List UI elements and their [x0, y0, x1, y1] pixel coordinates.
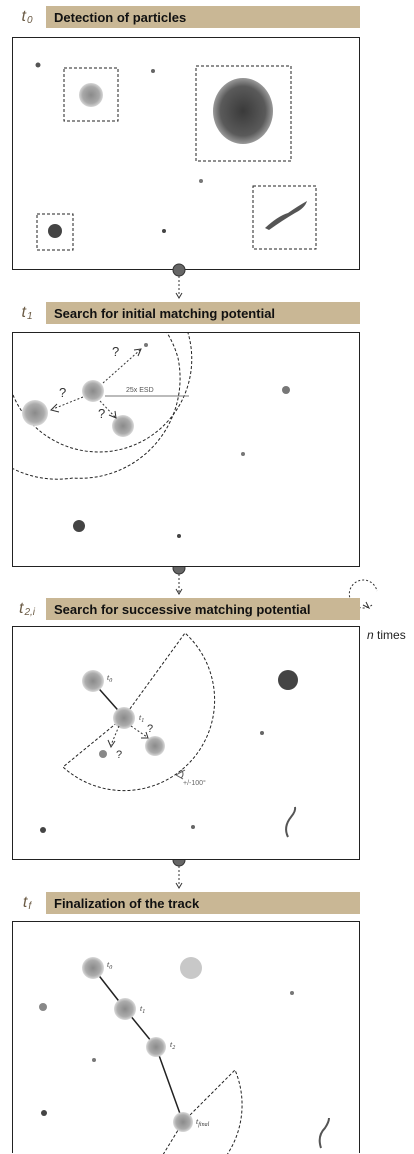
particle [177, 534, 181, 538]
particle [145, 736, 165, 756]
time-annotation: t1 [140, 1004, 145, 1015]
detection-box [195, 65, 292, 162]
time-annotation: t0 [107, 673, 112, 684]
particle [40, 827, 46, 833]
particle [73, 520, 85, 532]
question-mark: ? [116, 749, 122, 761]
step-title: Search for successive matching potential [46, 598, 360, 620]
particle [112, 415, 134, 437]
particle [82, 670, 104, 692]
step-title: Finalization of the track [46, 892, 360, 914]
panel-finalization: t0 t1 t2 tfinal [12, 921, 360, 1154]
particle [22, 400, 48, 426]
particle [180, 957, 202, 979]
angle-icon [175, 769, 186, 780]
particle [41, 1110, 47, 1116]
particle [39, 1003, 47, 1011]
angle-label: +/-100° [183, 779, 206, 787]
particle [144, 343, 148, 347]
particle [82, 957, 104, 979]
panel-successive-matching: ? ? t0 t1 +/-100° [12, 626, 360, 860]
detection-box [36, 213, 74, 251]
time-annotation: t1 [139, 713, 144, 724]
particle [265, 201, 307, 230]
particle [282, 386, 290, 394]
time-annotation: t0 [107, 960, 112, 971]
radius-label: 25x ESD [126, 387, 154, 394]
panel-detection [12, 37, 360, 270]
particle [113, 707, 135, 729]
particle [114, 998, 136, 1020]
step-title: Search for initial matching potential [46, 302, 360, 324]
particle [35, 62, 41, 68]
question-mark: ? [147, 723, 153, 735]
search-sector [162, 1069, 243, 1154]
question-mark: ? [98, 406, 105, 421]
particle [146, 1037, 166, 1057]
particle [82, 380, 104, 402]
question-mark: ? [112, 344, 119, 359]
particle [290, 991, 294, 995]
particle [151, 69, 155, 73]
particle [199, 179, 203, 183]
detection-box [63, 67, 119, 122]
particle [318, 1117, 330, 1149]
particle [241, 452, 245, 456]
track-line [92, 967, 184, 1123]
particle [92, 1058, 96, 1062]
particle [213, 78, 273, 144]
particle [285, 806, 297, 838]
question-mark: ? [59, 385, 66, 400]
particle [173, 1112, 193, 1132]
step-title: Detection of particles [46, 6, 360, 28]
time-annotation: t2 [170, 1040, 175, 1051]
repeat-note: n times [367, 628, 406, 642]
particle [191, 825, 195, 829]
panel-initial-matching: 25x ESD ? ? ? [12, 332, 360, 567]
particle [99, 750, 107, 758]
particle [278, 670, 298, 690]
particle [162, 229, 166, 233]
time-annotation: tfinal [196, 1117, 210, 1128]
particle [48, 224, 62, 238]
search-sector [62, 632, 216, 792]
particle [79, 83, 103, 107]
detection-box [252, 185, 317, 250]
particle [260, 731, 264, 735]
